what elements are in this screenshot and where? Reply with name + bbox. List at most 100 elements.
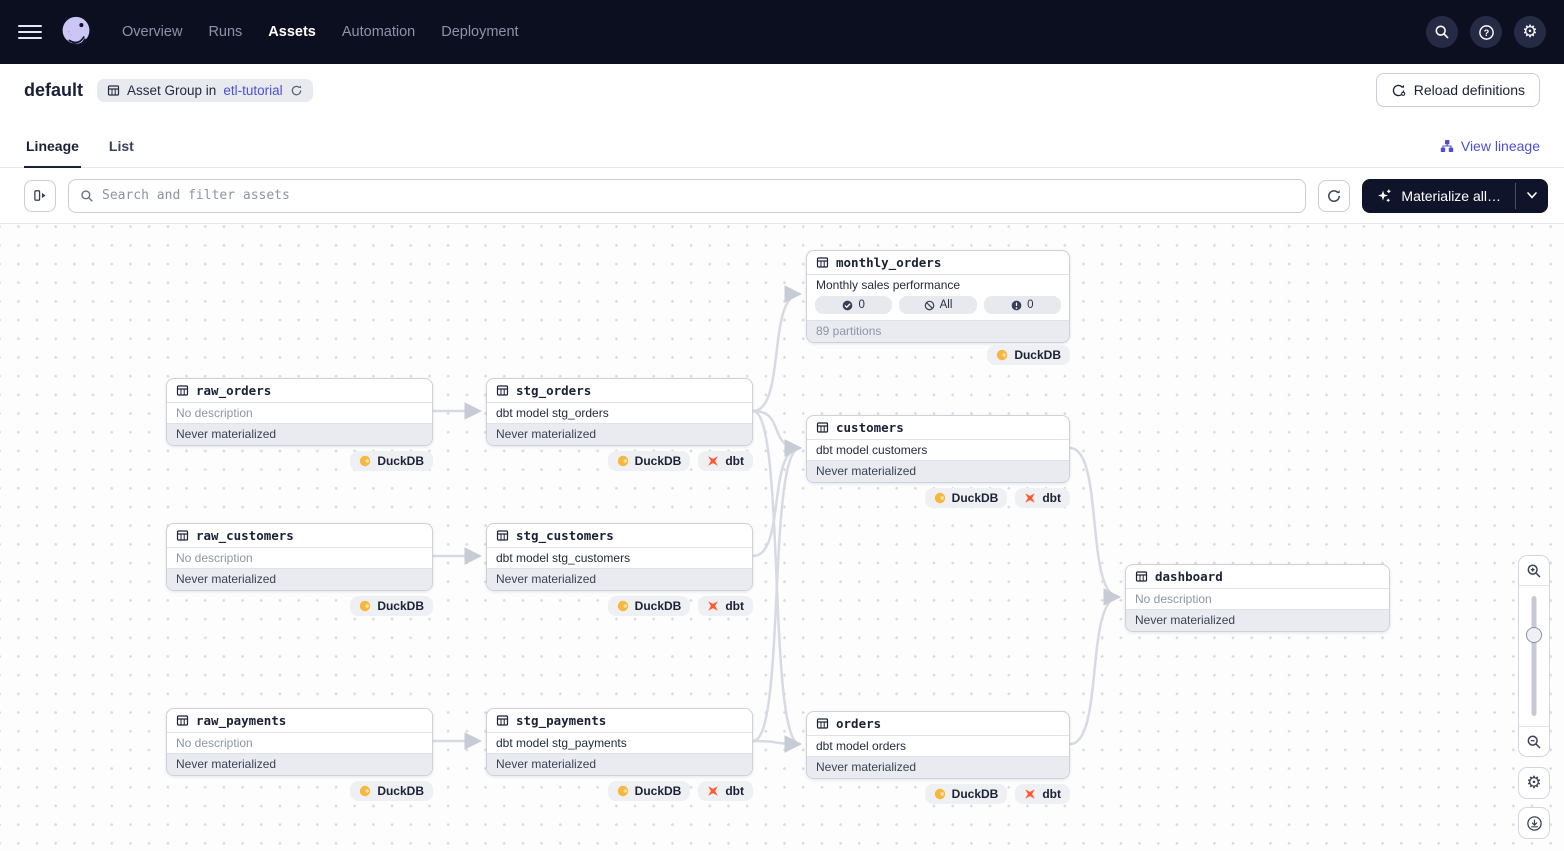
zoom-in-button[interactable] — [1519, 556, 1549, 586]
search-input[interactable] — [102, 188, 1295, 203]
view-lineage-link[interactable]: View lineage — [1440, 138, 1540, 167]
asset-title: monthly_orders — [836, 255, 942, 270]
asset-description: Monthly sales performance — [816, 278, 961, 292]
help-icon: ? — [1478, 24, 1494, 40]
refresh-icon[interactable] — [290, 84, 303, 97]
nav-item-assets[interactable]: Assets — [268, 24, 316, 40]
asset-title: raw_orders — [196, 383, 272, 398]
alert-circle-icon — [1011, 300, 1022, 311]
nav-item-runs[interactable]: Runs — [208, 24, 243, 40]
dbt-icon — [707, 785, 719, 797]
dbt-icon — [1024, 492, 1036, 504]
gear-icon: ⚙ — [1522, 21, 1538, 42]
asset-description: No description — [176, 736, 253, 750]
asset-description: No description — [176, 406, 253, 420]
dbt-icon — [1024, 788, 1036, 800]
zoom-slider[interactable] — [1519, 586, 1549, 726]
nav-item-overview[interactable]: Overview — [122, 24, 183, 40]
gear-icon: ⚙ — [1526, 772, 1542, 793]
nav-help-button[interactable]: ? — [1470, 16, 1502, 48]
download-icon — [1526, 815, 1542, 831]
graph-settings-button[interactable]: ⚙ — [1518, 767, 1550, 799]
partition-status-pill: All — [899, 296, 977, 314]
hamburger-menu-icon[interactable] — [18, 25, 42, 39]
duckdb-badge: DuckDB — [350, 596, 433, 616]
lineage-edge — [752, 439, 802, 558]
nav-search-button[interactable] — [1426, 16, 1458, 48]
dagster-logo[interactable] — [56, 12, 96, 52]
materialize-dropdown-button[interactable] — [1516, 179, 1548, 213]
table-icon — [816, 421, 829, 434]
asset-description: dbt model customers — [816, 443, 928, 457]
duckdb-badge: DuckDB — [924, 784, 1008, 804]
zoom-out-icon — [1527, 735, 1541, 748]
asset-search-box — [68, 178, 1307, 213]
asset-status: Never materialized — [167, 423, 432, 445]
svg-text:?: ? — [1483, 27, 1488, 37]
tab-bar: Lineage List View lineage — [0, 116, 1564, 168]
asset-description: dbt model stg_customers — [496, 551, 631, 565]
lineage-toolbar: Materialize all… — [0, 168, 1564, 224]
table-icon — [176, 384, 189, 397]
toggle-sidebar-button[interactable] — [24, 179, 56, 212]
asset-description: dbt model orders — [816, 739, 907, 753]
zoom-out-button[interactable] — [1519, 726, 1549, 756]
duckdb-icon — [359, 455, 371, 467]
dbt-badge: dbt — [698, 781, 753, 801]
refresh-assets-button[interactable] — [1318, 179, 1351, 212]
partition-status-pill: 0 — [983, 296, 1061, 314]
table-icon — [1135, 570, 1148, 583]
asset-status: 89 partitions — [807, 320, 1069, 342]
lineage-edge — [752, 439, 802, 743]
zoom-slider-handle[interactable] — [1526, 627, 1542, 643]
reload-icon — [1392, 84, 1406, 96]
materialize-all-button[interactable]: Materialize all… — [1362, 179, 1515, 213]
download-view-button[interactable] — [1518, 807, 1550, 839]
sparkle-icon — [1378, 189, 1391, 202]
duckdb-icon — [934, 492, 946, 504]
tab-list[interactable]: List — [108, 138, 134, 154]
table-icon — [176, 529, 189, 542]
asset-description: dbt model stg_orders — [496, 406, 609, 420]
duckdb-icon — [617, 455, 629, 467]
nav-item-automation[interactable]: Automation — [341, 24, 416, 40]
nav-settings-button[interactable]: ⚙ — [1514, 16, 1546, 48]
dbt-badge: dbt — [1015, 784, 1070, 804]
lineage-edge — [1069, 588, 1121, 746]
zoom-in-icon — [1527, 564, 1541, 577]
asset-title: orders — [836, 716, 882, 731]
dbt-badge: dbt — [698, 596, 753, 616]
asset-description: dbt model stg_payments — [496, 736, 627, 750]
duckdb-badge: DuckDB — [607, 451, 691, 471]
duckdb-badge: DuckDB — [350, 781, 433, 801]
asset-status: Never materialized — [807, 756, 1069, 778]
reload-definitions-button[interactable]: Reload definitions — [1375, 73, 1540, 107]
asset-status: Never materialized — [487, 568, 752, 590]
page-title: default — [24, 79, 84, 100]
asset-description: No description — [176, 551, 253, 565]
tab-lineage[interactable]: Lineage — [24, 138, 81, 168]
zoom-slider-track[interactable] — [1531, 596, 1537, 716]
table-icon — [107, 84, 120, 96]
materialize-split-button: Materialize all… — [1362, 178, 1548, 213]
lineage-edge — [752, 285, 802, 413]
nav-item-deployment[interactable]: Deployment — [441, 24, 519, 40]
asset-title: raw_payments — [196, 713, 287, 728]
duckdb-icon — [996, 349, 1008, 361]
code-location-link[interactable]: etl-tutorial — [223, 82, 283, 98]
panel-expand-icon — [33, 190, 46, 201]
lineage-edge — [752, 735, 803, 753]
